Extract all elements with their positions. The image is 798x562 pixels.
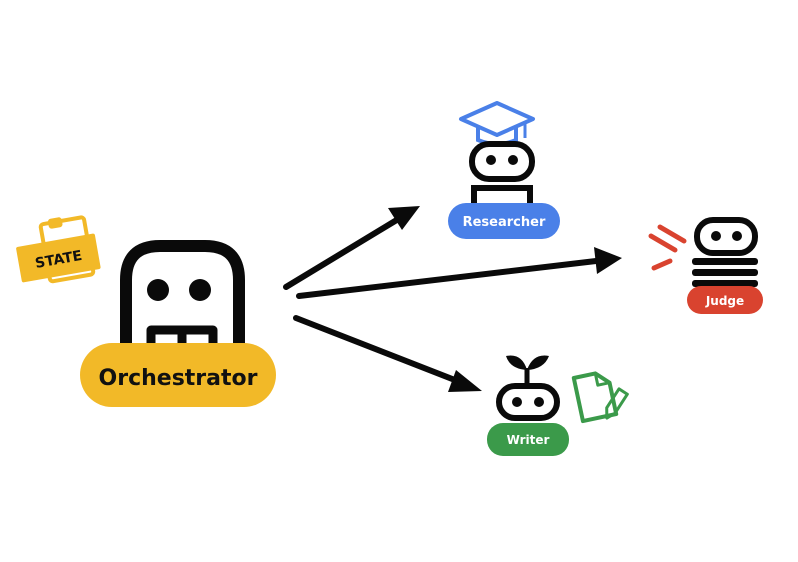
edges [283,206,622,392]
edge-orchestrator-writer [293,315,482,392]
judge-node[interactable]: Judge [648,217,763,314]
sprout-icon [506,355,549,384]
arrowhead-writer [448,370,482,392]
robot-eye-left [147,279,169,301]
orchestrator-label: Orchestrator [99,366,258,391]
orchestrator-pill [80,343,276,407]
judge-pill [687,286,763,314]
orchestrator-node[interactable]: Orchestrator [80,240,276,407]
robot-icon [469,141,535,210]
robot-icon [496,383,560,421]
graduation-cap-icon [459,101,535,146]
robot-eye-right [189,279,211,301]
edge-orchestrator-researcher [283,206,420,290]
robot-icon [692,217,758,287]
edge-orchestrator-judge [296,247,622,299]
researcher-pill [448,203,560,239]
robot-icon [120,240,245,352]
judge-label: Judge [705,294,744,308]
arrowhead-judge [594,247,622,274]
researcher-node[interactable]: Researcher [448,101,560,239]
sound-lines-icon [648,224,687,271]
writer-pill [487,423,569,456]
arrowhead-researcher [388,206,420,230]
writer-node[interactable]: Writer [487,355,569,456]
writer-label: Writer [507,433,550,447]
document-edit-icon [571,371,629,424]
researcher-label: Researcher [463,215,546,230]
state-tag: STATE [16,215,101,284]
